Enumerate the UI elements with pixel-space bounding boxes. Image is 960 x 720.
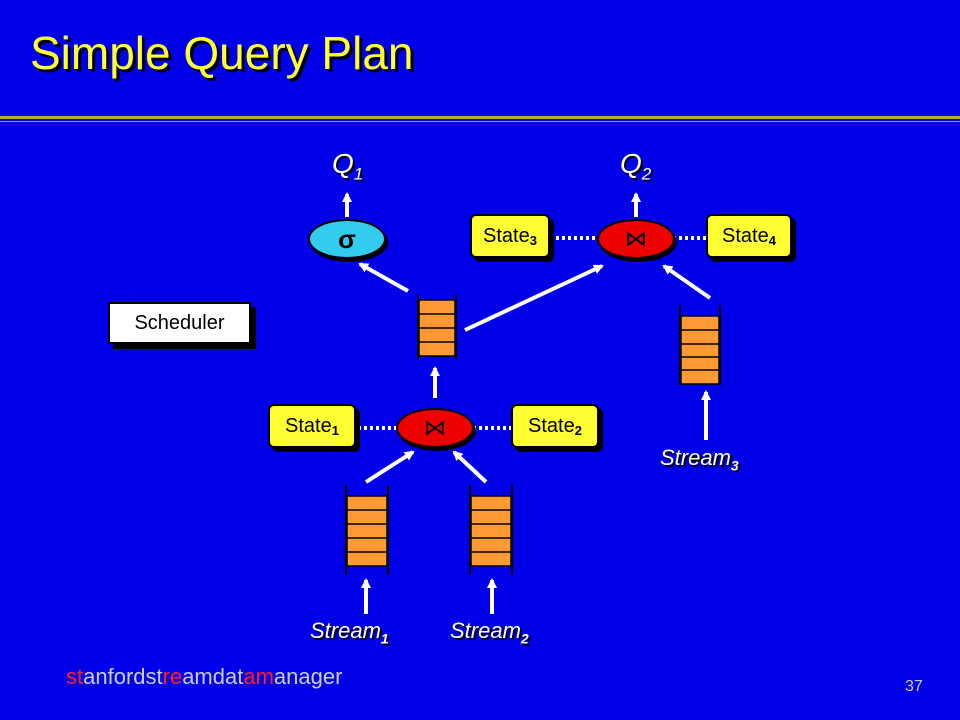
query-q2: Q2 xyxy=(620,148,652,184)
queue-stream2 xyxy=(469,485,513,575)
query-q1: Q1 xyxy=(332,148,364,184)
arrow-stream1-queue-to-join xyxy=(364,450,415,484)
arrow-stream3-queue-to-join xyxy=(662,264,712,300)
slide-title: Simple Query Plan xyxy=(30,27,414,79)
join-operator-lower: ⋈ xyxy=(396,408,474,448)
stream-1-label: Stream1 xyxy=(310,618,389,647)
queue-stream1 xyxy=(345,485,389,575)
arrow-queue-to-select xyxy=(358,262,409,293)
arrow-queue-to-upper-join xyxy=(464,264,604,332)
select-operator: σ xyxy=(308,219,386,259)
stream-3-label: Stream3 xyxy=(660,445,739,474)
title-rule xyxy=(0,116,960,119)
queue-stream3 xyxy=(679,305,721,385)
footer-logo-text: stanfordstreamdatamanager xyxy=(66,664,343,689)
queue-upper xyxy=(417,295,457,360)
stream-2-label: Stream2 xyxy=(450,618,529,647)
title-rule-thin xyxy=(0,121,960,122)
scheduler-box: Scheduler xyxy=(108,302,251,344)
arrow-stream2-queue-to-join xyxy=(452,450,488,484)
join-operator-upper: ⋈ xyxy=(597,219,675,259)
page-number: 37 xyxy=(905,678,923,695)
